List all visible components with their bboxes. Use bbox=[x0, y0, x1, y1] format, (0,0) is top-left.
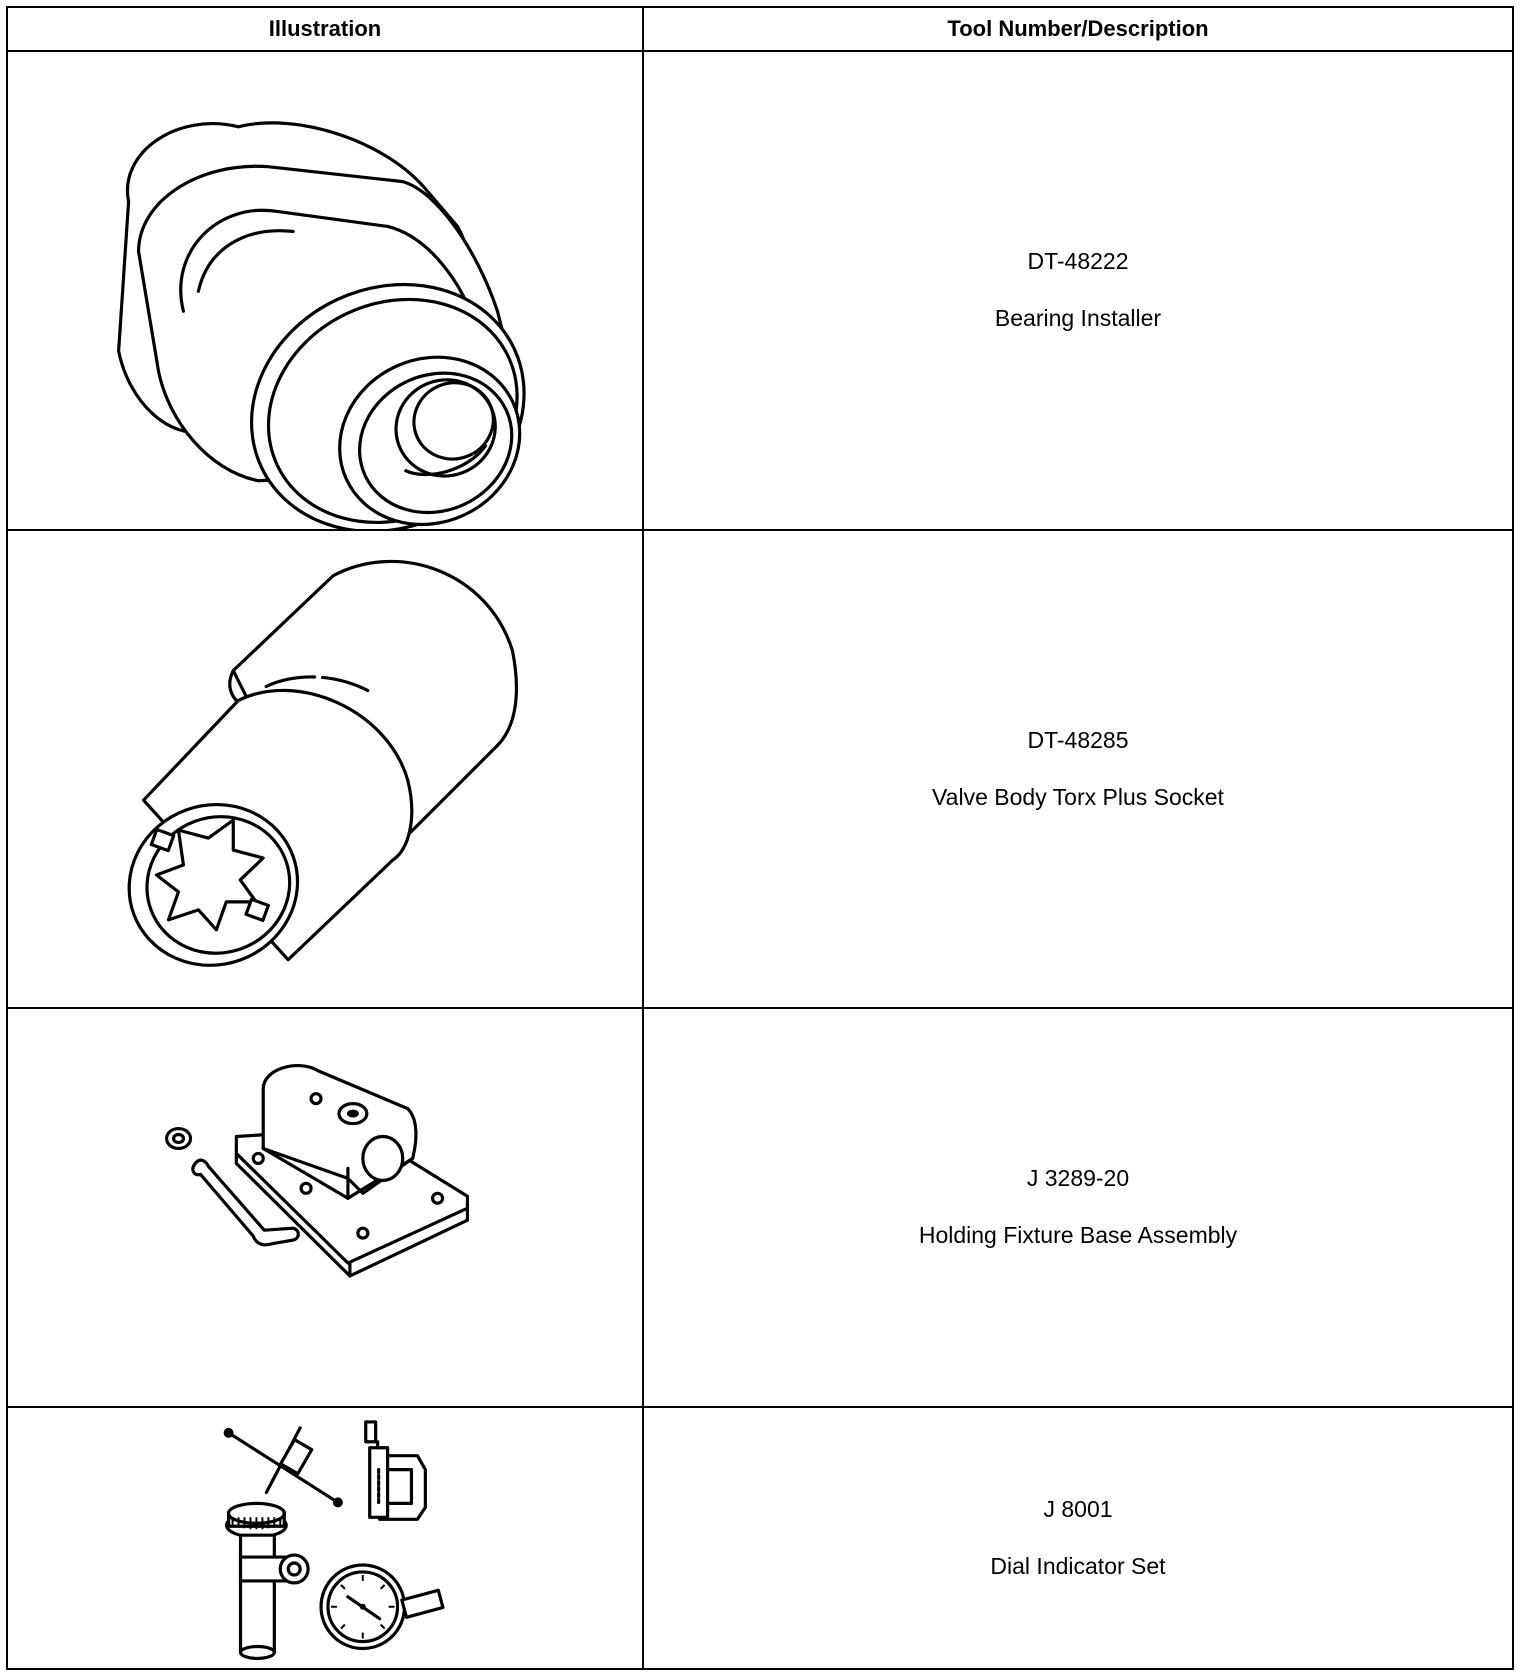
illustration-cell bbox=[6, 50, 644, 531]
illustration-header: Illustration bbox=[6, 6, 644, 52]
illustration-cell bbox=[6, 528, 644, 1010]
tool-name: Dial Indicator Set bbox=[990, 1552, 1166, 1579]
tool-number: DT-48222 bbox=[1027, 248, 1129, 275]
tool-number: DT-48285 bbox=[1027, 726, 1129, 753]
tool-description-cell: DT-48285 Valve Body Torx Plus Socket bbox=[642, 528, 1514, 1010]
table-header-row: Illustration Tool Number/Description bbox=[6, 6, 1514, 52]
illustration-cell bbox=[6, 1007, 644, 1408]
tool-description-cell: J 3289-20 Holding Fixture Base Assembly bbox=[642, 1007, 1514, 1408]
table-row: J 3289-20 Holding Fixture Base Assembly bbox=[6, 1007, 1514, 1408]
tool-name: Bearing Installer bbox=[994, 305, 1162, 332]
tool-name: Holding Fixture Base Assembly bbox=[918, 1222, 1238, 1249]
special-tools-table: Illustration Tool Number/Description bbox=[6, 6, 1514, 1671]
illustration-cell bbox=[6, 1405, 644, 1671]
tool-description-cell: DT-48222 Bearing Installer bbox=[642, 50, 1514, 531]
tool-header: Tool Number/Description bbox=[642, 6, 1514, 52]
table-row: J 8001 Dial Indicator Set bbox=[6, 1405, 1514, 1671]
table-row: DT-48285 Valve Body Torx Plus Socket bbox=[6, 528, 1514, 1010]
table-row: DT-48222 Bearing Installer bbox=[6, 50, 1514, 531]
dial-indicator-set-icon bbox=[223, 1419, 445, 1660]
holding-fixture-icon bbox=[165, 1064, 470, 1278]
tool-number: J 8001 bbox=[1043, 1495, 1113, 1522]
bearing-installer-icon bbox=[117, 121, 526, 528]
tool-number: J 3289-20 bbox=[1026, 1165, 1130, 1192]
tool-name: Valve Body Torx Plus Socket bbox=[932, 783, 1224, 810]
torx-socket-icon bbox=[127, 559, 519, 967]
tool-description-cell: J 8001 Dial Indicator Set bbox=[642, 1405, 1514, 1671]
